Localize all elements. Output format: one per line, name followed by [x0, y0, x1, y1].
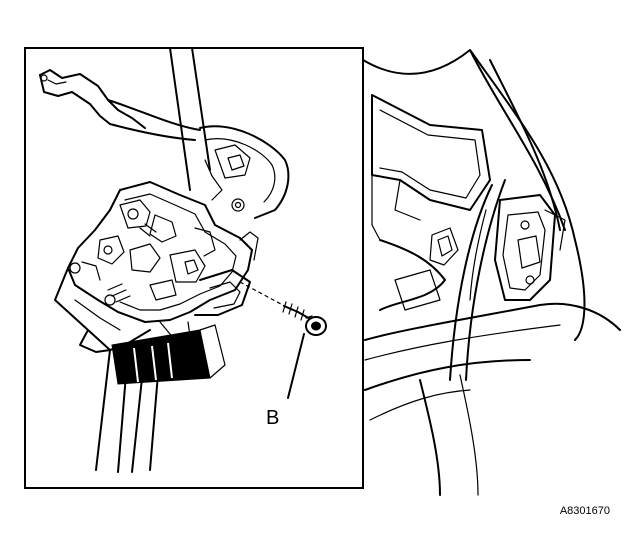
- vehicle-body-illustration: [362, 49, 621, 496]
- detail-inset-frame: [24, 47, 364, 489]
- screw-icon: [239, 281, 327, 336]
- reference-code: A8301670: [560, 505, 610, 517]
- callout-leader-line: [287, 333, 305, 399]
- door-latch-assembly-icon: [39, 47, 290, 473]
- callout-label-b: B: [266, 407, 279, 429]
